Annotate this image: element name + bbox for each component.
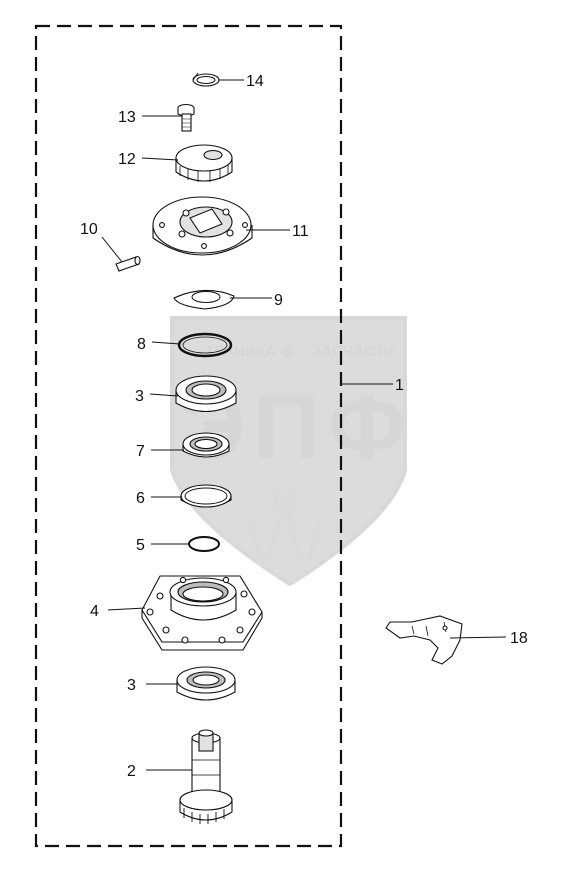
callout-9: 9 <box>274 292 283 309</box>
part-7-seal <box>182 432 230 458</box>
callout-5: 5 <box>136 537 145 554</box>
part-2-pinion-shaft <box>179 729 233 824</box>
wheat-icon <box>247 488 323 566</box>
callout-1: 1 <box>395 377 404 394</box>
gear-icon: ⚙ <box>280 344 294 361</box>
part-8-o-ring <box>177 332 233 358</box>
assembly-boundary <box>34 24 343 848</box>
part-6-ring <box>180 484 232 508</box>
callout-6: 6 <box>136 490 145 507</box>
callout-labels: 14 13 12 11 10 9 8 1 3 7 6 5 4 3 2 18 <box>80 73 528 780</box>
part-9-shim-washer <box>173 289 235 310</box>
part-3-lower-bearing <box>176 666 236 701</box>
callout-3-upper: 3 <box>135 388 144 405</box>
part-13-bolt <box>177 103 195 132</box>
part-3-upper-bearing <box>175 375 237 412</box>
part-14-retaining-ring <box>192 72 220 87</box>
part-12-slotted-disc <box>175 144 233 182</box>
part-18-spanner-wrench <box>385 615 463 665</box>
callout-2: 2 <box>127 763 136 780</box>
watermark-caption-right: ЗАПЧАСТИ <box>312 343 394 360</box>
callout-8: 8 <box>137 336 146 353</box>
callout-4: 4 <box>90 603 99 620</box>
callout-7: 7 <box>136 443 145 460</box>
callout-14: 14 <box>246 73 264 90</box>
callout-3-lower: 3 <box>127 677 136 694</box>
callout-13: 13 <box>118 109 136 126</box>
leader-lines <box>101 79 507 771</box>
part-4-flange-housing <box>141 575 263 651</box>
part-11-carrier-plate <box>152 196 253 256</box>
callout-12: 12 <box>118 151 136 168</box>
part-5-o-ring <box>188 536 220 552</box>
callout-18: 18 <box>510 630 528 647</box>
watermark-caption-left: ТЕХНИКА <box>205 343 276 360</box>
part-10-pin <box>115 255 141 272</box>
callout-11: 11 <box>292 223 309 240</box>
callout-10: 10 <box>80 221 98 238</box>
